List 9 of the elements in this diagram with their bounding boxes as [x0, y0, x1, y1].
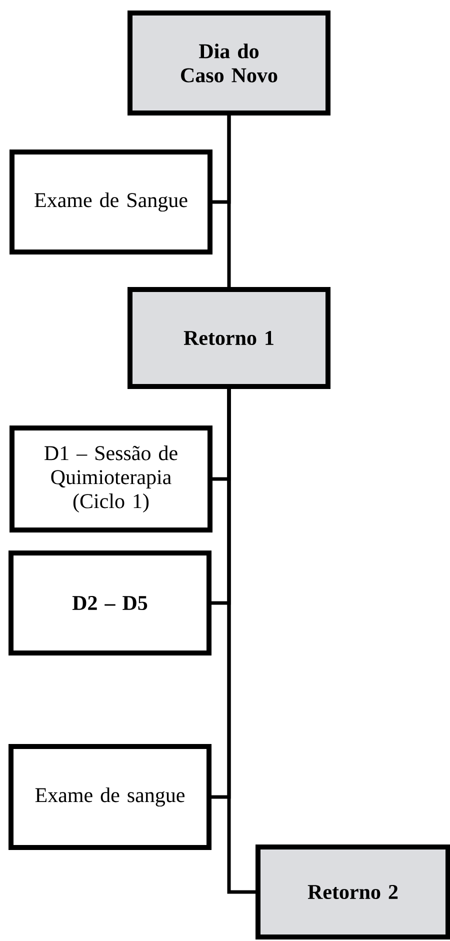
milestone-box: Dia do Caso Novo: [128, 10, 330, 116]
step-box: D1 – Sessão de Quimioterapia (Ciclo 1): [10, 426, 212, 532]
step-box: D2 – D5: [8, 550, 212, 656]
connector-line: [212, 116, 231, 204]
milestone-box: Retorno 1: [128, 287, 330, 389]
milestone-box: Retorno 2: [256, 844, 450, 940]
step-box: Exame de Sangue: [10, 150, 212, 254]
connector-line: [227, 389, 256, 894]
step-box: Exame de sangue: [8, 744, 212, 850]
